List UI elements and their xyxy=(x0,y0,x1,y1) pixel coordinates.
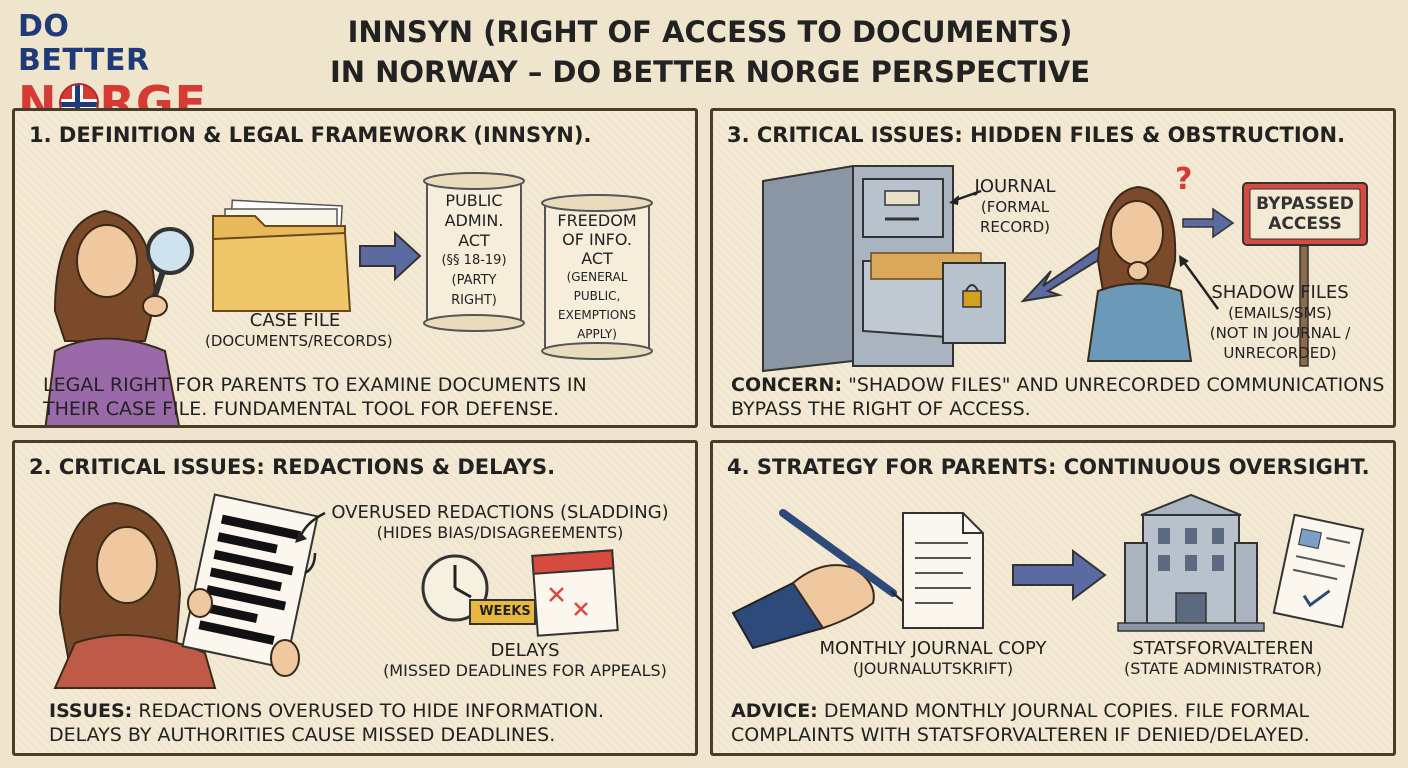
public-admin-act-scroll-icon xyxy=(423,172,525,332)
monthly-journal-document-icon xyxy=(902,512,984,629)
panel4-illustration xyxy=(731,493,1365,650)
redacted-document-icon xyxy=(181,493,319,670)
redaction-label: OVERUSED REDACTIONS (SLADDING) (HIDES BI… xyxy=(331,502,669,543)
panel2-heading: 2. CRITICAL ISSUES: REDACTIONS & DELAYS. xyxy=(29,455,556,479)
monthly-journal-copy-label: MONTHLY JOURNAL COPY (JOURNALUTSKRIFT) xyxy=(819,638,1047,679)
statsforvalteren-label: STATSFORVALTEREN (STATE ADMINISTRATOR) xyxy=(1124,638,1322,679)
panel3-illustration: ? xyxy=(762,162,1368,373)
do-better-norge-logo: DO BETTER N RGE xyxy=(18,9,208,129)
page-title: INNSYN (RIGHT OF ACCESS TO DOCUMENTS) IN… xyxy=(260,12,1160,92)
case-file-folder-icon xyxy=(212,199,352,312)
freedom-of-info-act-scroll-icon xyxy=(541,194,653,360)
filing-cabinet-icon xyxy=(762,164,1006,373)
shadow-files-label: SHADOW FILES (EMAILS/SMS) (NOT IN JOURNA… xyxy=(1209,282,1351,363)
arrow-icon xyxy=(1012,549,1107,601)
panel1-illustration xyxy=(44,172,653,425)
woman-reading-icon xyxy=(53,501,217,689)
bypassed-access-sign-icon xyxy=(1242,182,1368,367)
weeks-tag-text: WEEKS xyxy=(479,604,531,619)
calendar-icon xyxy=(531,549,619,637)
shadow-files-pointer-arrow xyxy=(1181,260,1220,310)
thinking-woman-icon xyxy=(1086,185,1193,362)
panel2-caption: ISSUES: REDACTIONS OVERUSED TO HIDE INFO… xyxy=(49,700,605,746)
panel-definition: 1. DEFINITION & LEGAL FRAMEWORK (INNSYN)… xyxy=(12,108,698,428)
delays-label: DELAYS (MISSED DEADLINES FOR APPEALS) xyxy=(383,640,667,681)
hand-writing-pen-icon xyxy=(731,509,906,650)
bypassed-access-sign-text: BYPASSED ACCESS xyxy=(1256,194,1354,234)
panel1-caption: LEGAL RIGHT FOR PARENTS TO EXAMINE DOCUM… xyxy=(43,374,587,420)
panel-strategy: 4. STRATEGY FOR PARENTS: CONTINUOUS OVER… xyxy=(710,440,1396,756)
government-building-icon xyxy=(1117,493,1265,632)
arrow-to-sign-icon xyxy=(1182,207,1235,239)
panel4-heading: 4. STRATEGY FOR PARENTS: CONTINUOUS OVER… xyxy=(727,455,1370,479)
scroll2-text: FREEDOM OF INFO. ACT (GENERAL PUBLIC, EX… xyxy=(557,211,637,341)
arrow-icon xyxy=(359,230,422,282)
panel-redactions-delays: 2. CRITICAL ISSUES: REDACTIONS & DELAYS. xyxy=(12,440,698,756)
title-line1: INNSYN (RIGHT OF ACCESS TO DOCUMENTS) xyxy=(347,15,1073,49)
journal-label: JOURNAL (FORMAL RECORD) xyxy=(974,176,1056,237)
panel-hidden-files: 3. CRITICAL ISSUES: HIDDEN FILES & OBSTR… xyxy=(710,108,1396,428)
scroll1-text: PUBLIC ADMIN. ACT (§§ 18-19) (PARTY RIGH… xyxy=(441,191,507,308)
weeks-tag-icon xyxy=(469,599,536,625)
panel3-caption: CONCERN: "SHADOW FILES" AND UNRECORDED C… xyxy=(731,374,1385,420)
question-mark-icon: ? xyxy=(1175,162,1192,197)
complaint-form-icon xyxy=(1272,513,1365,629)
panel3-heading: 3. CRITICAL ISSUES: HIDDEN FILES & OBSTR… xyxy=(727,123,1346,147)
title-line2: IN NORWAY – DO BETTER NORGE PERSPECTIVE xyxy=(329,55,1091,89)
panel1-heading: 1. DEFINITION & LEGAL FRAMEWORK (INNSYN)… xyxy=(29,123,592,147)
case-file-label: CASE FILE (DOCUMENTS/RECORDS) xyxy=(205,310,393,351)
panel2-illustration xyxy=(53,493,619,689)
panel4-caption: ADVICE: DEMAND MONTHLY JOURNAL COPIES. F… xyxy=(731,700,1310,746)
woman-magnifier-icon xyxy=(44,209,194,425)
logo-line1: DO BETTER xyxy=(18,9,150,78)
